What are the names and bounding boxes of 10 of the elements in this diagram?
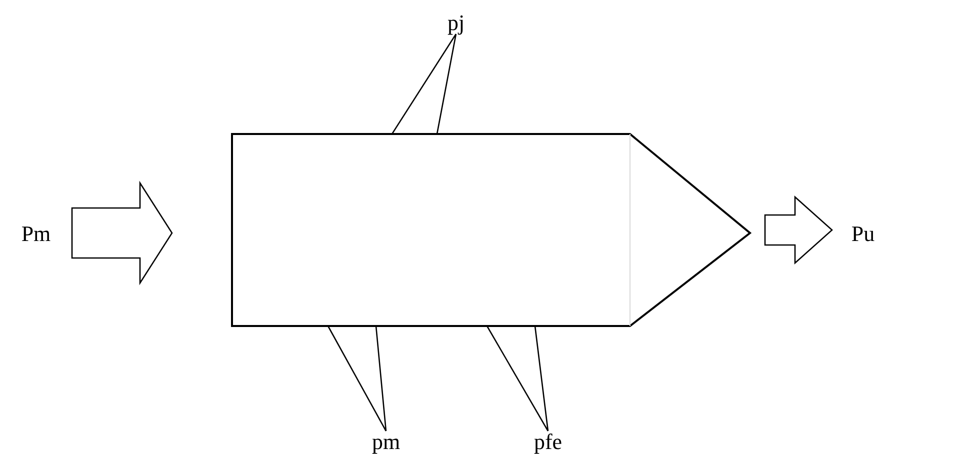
flow-label: pj bbox=[447, 12, 465, 34]
block-arrow bbox=[764, 196, 833, 264]
flow-label: Pm bbox=[21, 223, 51, 245]
flow-label: pm bbox=[372, 431, 400, 453]
loss-wedge bbox=[486, 325, 549, 432]
block-arrow bbox=[71, 180, 173, 286]
flow-label: Pu bbox=[851, 223, 875, 245]
loss-wedge bbox=[327, 325, 387, 432]
loss-wedge bbox=[391, 33, 457, 135]
flow-label: pfe bbox=[534, 431, 562, 453]
